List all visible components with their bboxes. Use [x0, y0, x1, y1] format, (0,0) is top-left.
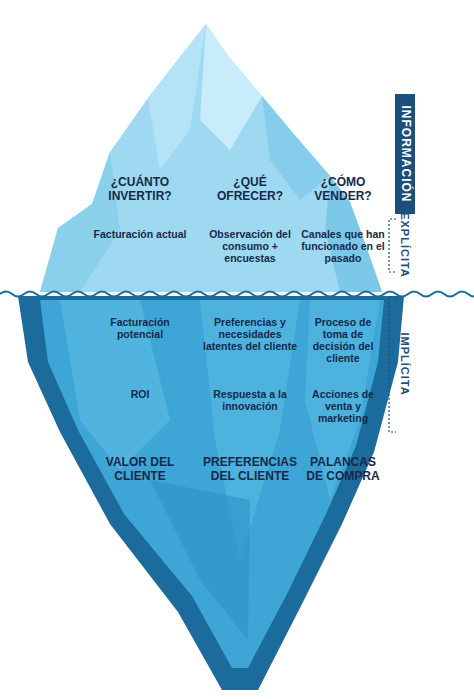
- side-bar: INFORMACIÓN: [395, 94, 415, 214]
- category-heading: VALOR DEL CLIENTE: [92, 456, 188, 484]
- side-label: IMPLÍCITA: [399, 332, 411, 395]
- facet: [150, 480, 250, 640]
- explicit-item: Facturación actual: [92, 228, 188, 240]
- side-label: EXPLÍCITA: [399, 212, 411, 278]
- explicit-item: Canales que han funcionado en el pasado: [301, 228, 385, 264]
- water-line: [0, 292, 474, 297]
- category-heading: PREFERENCIAS DEL CLIENTE: [200, 456, 300, 484]
- facet: [148, 24, 206, 170]
- implicit-item: ROI: [92, 388, 188, 400]
- implicit-item: Preferencias y necesidades latentes del …: [200, 316, 300, 352]
- implicit-item: Respuesta a la innovación: [200, 388, 300, 412]
- iceberg-underwater-inner: [40, 300, 384, 668]
- implicit-item: Facturación potencial: [92, 316, 188, 340]
- side-bar-text: INFORMACIÓN: [398, 106, 412, 203]
- question-heading: ¿CUÁNTO INVERTIR?: [92, 176, 188, 204]
- question-heading: ¿CÓMO VENDER?: [301, 176, 385, 204]
- implicit-item: Acciones de venta y marketing: [301, 388, 385, 424]
- iceberg-underwater-outer: [18, 296, 404, 690]
- implicit-item: Proceso de toma de decisión del cliente: [301, 316, 385, 364]
- facet: [40, 152, 120, 292]
- category-heading: PALANCAS DE COMPRA: [301, 456, 385, 484]
- question-heading: ¿QUÉ OFRECER?: [202, 176, 298, 204]
- facet: [262, 96, 330, 200]
- bracket: [389, 219, 396, 432]
- facet: [200, 24, 262, 150]
- explicit-item: Observación del consumo + encuestas: [200, 228, 300, 264]
